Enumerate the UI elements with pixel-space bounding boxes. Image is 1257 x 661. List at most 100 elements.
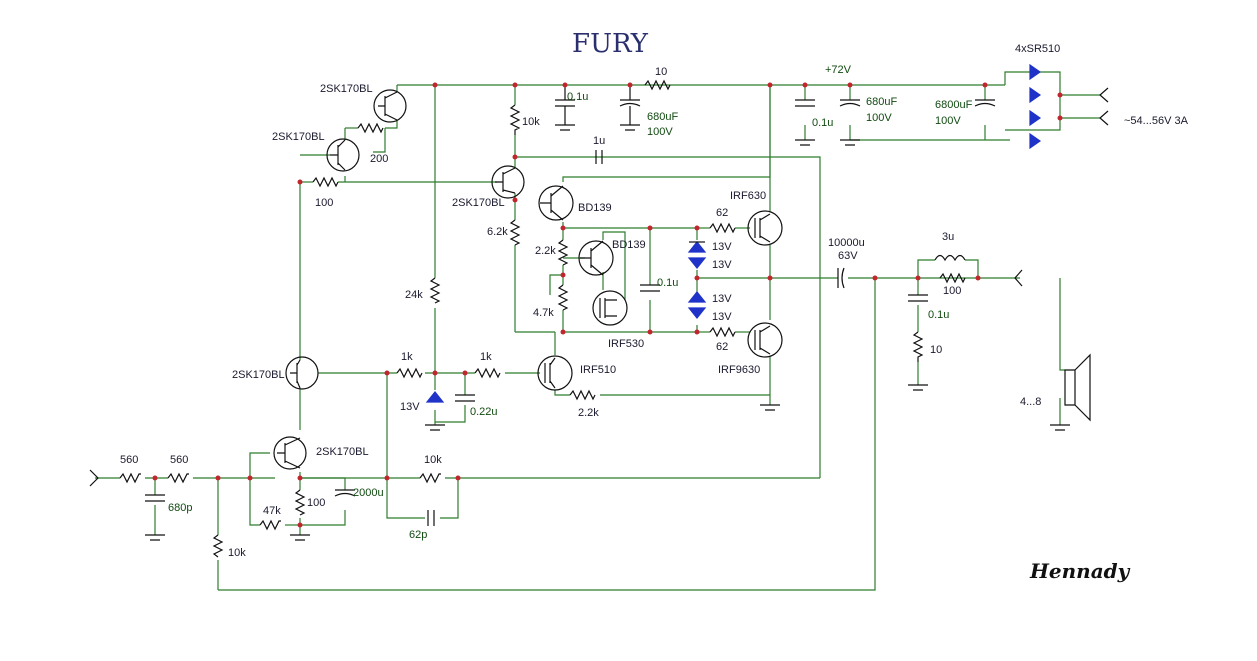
label-r-22k: 2.2k	[535, 245, 556, 257]
capacitor-0.22u	[455, 394, 475, 402]
components	[89, 63, 1109, 558]
resistor-1k-a	[396, 367, 423, 379]
label-c-680-a: 680uF	[647, 111, 678, 123]
resistor-1k-b	[474, 367, 501, 379]
resistor-24k	[429, 277, 441, 304]
resistor-10-zobel	[912, 331, 924, 362]
label-c-63v: 63V	[838, 250, 858, 262]
supply-input-label: ~54...56V 3A	[1124, 115, 1189, 127]
speaker	[1064, 353, 1091, 422]
label-r-47k: 47k	[263, 505, 281, 517]
label-l-3u: 3u	[942, 231, 954, 243]
label-r-62-bot: 62	[716, 341, 728, 353]
label-r-22k-b: 2.2k	[578, 407, 599, 419]
resistor-2.2k-bias	[557, 239, 569, 266]
label-q-driver: 2SK170BL	[452, 197, 505, 209]
bjt-bd139-b	[578, 240, 614, 276]
label-r-62-top: 62	[716, 207, 728, 219]
label-r-200: 200	[370, 153, 388, 165]
rectifier-label: 4xSR510	[1015, 43, 1060, 55]
zener-13v-ref	[425, 391, 445, 403]
label-r-62k: 6.2k	[487, 226, 508, 238]
input-arrow	[89, 469, 99, 487]
label-r-100-output: 100	[943, 285, 961, 297]
label-r-100-source: 100	[307, 497, 325, 509]
jfet-2sk170-center	[285, 356, 319, 390]
resistor-10k-input	[212, 534, 224, 558]
label-c-01u-mid: 0.1u	[657, 277, 678, 289]
label-r-10k-input: 10k	[228, 547, 246, 559]
zener-13v-1	[687, 241, 707, 253]
resistor-100-top	[312, 176, 339, 188]
ac-input-arrow-1	[1099, 87, 1109, 103]
label-c-01u-zobel: 0.1u	[928, 309, 949, 321]
label-q-bd139-a: BD139	[578, 202, 612, 214]
resistor-6.2k	[509, 219, 521, 246]
label-r-560-a: 560	[120, 454, 138, 466]
label-r-1k-b: 1k	[480, 351, 492, 363]
label-q-center: 2SK170BL	[232, 369, 285, 381]
label-r-560-b: 560	[170, 454, 188, 466]
label-q-irf510: IRF510	[580, 364, 616, 376]
label-c-01u-a: 0.1u	[567, 91, 588, 103]
resistor-62-bot	[709, 326, 736, 338]
label-c-1u: 1u	[593, 135, 605, 147]
mosfet-irf630	[747, 210, 783, 246]
mosfet-irf530	[592, 290, 628, 326]
capacitor-1u	[595, 150, 603, 164]
label-c-680-b: 680uF	[866, 96, 897, 108]
bridge-diode-1	[1029, 63, 1042, 81]
mosfet-irf510	[537, 355, 573, 391]
label-c-6800: 6800uF	[935, 99, 973, 111]
bridge-diode-3	[1029, 109, 1042, 127]
jfet-2sk170-top	[373, 89, 407, 123]
resistor-10k-feedback	[419, 472, 441, 484]
zener-13v-4	[687, 307, 707, 319]
label-r-10k-feedback: 10k	[424, 454, 442, 466]
resistor-560-b	[167, 472, 189, 484]
resistor-47k	[259, 519, 281, 531]
resistor-2.2k-source	[569, 389, 596, 401]
label-r-1k-a: 1k	[401, 351, 413, 363]
resistor-10k-top	[509, 104, 521, 135]
capacitor-2000u	[334, 489, 356, 497]
label-q-bd139-b: BD139	[612, 239, 646, 251]
label-z-13v-2: 13V	[712, 259, 732, 271]
label-r-10k-top: 10k	[522, 116, 540, 128]
capacitor-680uF-b	[839, 99, 861, 107]
bridge-diode-4	[1029, 132, 1042, 150]
labels: 2SK170BL 2SK170BL 2SK170BL 2SK170BL 2SK1…	[120, 43, 1189, 559]
label-r-10-zobel: 10	[930, 344, 942, 356]
label-r-10-supply: 10	[655, 66, 667, 78]
zener-13v-3	[687, 291, 707, 303]
label-r-24k: 24k	[405, 289, 423, 301]
resistor-200-pot	[357, 122, 384, 134]
label-c-022u: 0.22u	[470, 406, 498, 418]
label-r-47k-pot: 4.7k	[533, 307, 554, 319]
label-q-irf9630: IRF9630	[718, 364, 760, 376]
resistor-62-top	[709, 222, 736, 234]
inductor-3u	[934, 254, 966, 262]
label-c-62p: 62p	[409, 529, 427, 541]
jfet-2sk170-input	[273, 436, 307, 470]
label-r-100-top: 100	[315, 197, 333, 209]
label-q-input: 2SK170BL	[316, 446, 369, 458]
capacitor-6800uF	[974, 99, 996, 107]
label-z-13v-1: 13V	[712, 241, 732, 253]
capacitor-0.1u-rail	[555, 85, 575, 125]
label-c-01u-b: 0.1u	[812, 117, 833, 129]
resistor-100-source	[294, 489, 306, 516]
label-q-irf630: IRF630	[730, 190, 766, 202]
label-c-2000u: 2000u	[353, 487, 384, 499]
jfet-2sk170-left	[326, 138, 360, 172]
resistor-10-supply	[644, 79, 671, 91]
capacitor-0.1u-zobel	[908, 294, 928, 302]
junction-dots	[152, 82, 1063, 528]
signature: Hennady	[1029, 559, 1131, 583]
label-z-13v-4: 13V	[712, 311, 732, 323]
label-q-mid-left: 2SK170BL	[272, 131, 325, 143]
schematic-title: FURY	[572, 29, 649, 59]
label-c-100v-b: 100V	[866, 112, 892, 124]
ground-symbols	[145, 124, 1070, 541]
